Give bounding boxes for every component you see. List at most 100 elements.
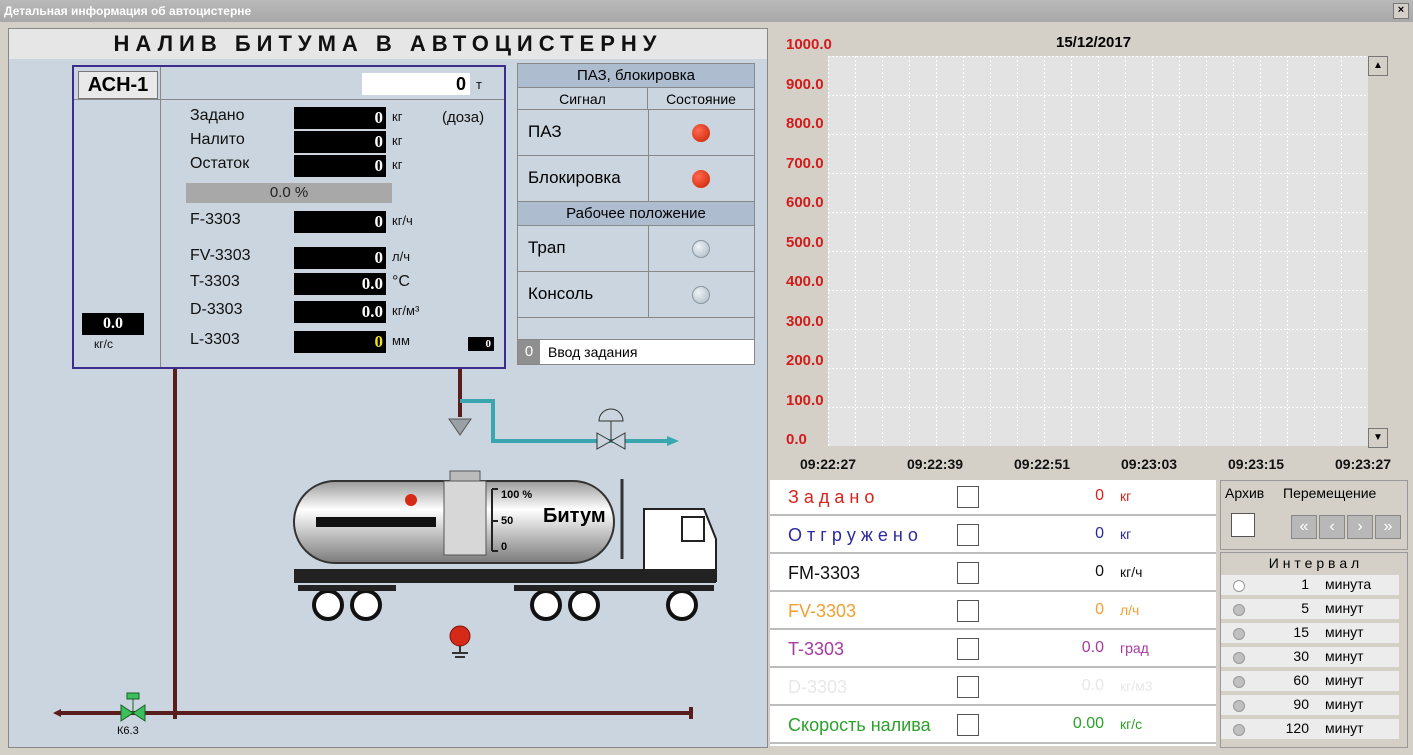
interval-number: 90 <box>1293 696 1309 712</box>
row-zadano-note: (доза) <box>442 109 485 126</box>
paz-section-title: Рабочее положение <box>518 202 754 226</box>
nav-last-button[interactable]: » <box>1375 515 1401 539</box>
sensor-l3303-unit: мм <box>392 333 410 348</box>
legend-row-unit: кг <box>1120 526 1132 542</box>
nav-first-button[interactable]: « <box>1291 515 1317 539</box>
sensor-f3303-value: 0 <box>294 211 386 233</box>
radio-icon[interactable] <box>1233 676 1245 688</box>
radio-icon[interactable] <box>1233 604 1245 616</box>
tank-scale-100: 100 % <box>501 489 533 501</box>
close-button[interactable]: × <box>1393 3 1409 19</box>
archive-checkbox[interactable] <box>1231 513 1255 537</box>
move-label: Перемещение <box>1283 485 1377 501</box>
legend-row-value: 0 <box>1095 487 1104 504</box>
scroll-up-button[interactable]: ▲ <box>1368 56 1388 76</box>
row-nalito-label: Налито <box>190 131 245 148</box>
interval-title: И н т е р в а л <box>1268 555 1360 571</box>
row-ostatok-unit: кг <box>392 157 403 172</box>
sensor-d3303-value: 0.0 <box>294 301 386 323</box>
legend-row-value: 0.0 <box>1081 677 1104 694</box>
sensor-d3303-label: D-3303 <box>190 301 243 318</box>
tanker-truck <box>293 470 717 621</box>
legend-row-checkbox[interactable] <box>957 638 979 660</box>
interval-number: 1 <box>1301 576 1309 592</box>
y-tick-label: 100.0 <box>786 391 824 409</box>
radio-icon[interactable] <box>1233 652 1245 664</box>
sensor-l3303-value: 0 <box>294 331 386 353</box>
y-tick-label: 900.0 <box>786 75 824 93</box>
dosing-unit-box: АСН-1 0 т Задано 0 кг (доза) Налито 0 кг… <box>72 65 506 369</box>
interval-option[interactable]: 90 минут <box>1221 695 1399 715</box>
legend-row-name: О т г р у ж е н о <box>788 525 918 545</box>
legend-row-unit: л/ч <box>1120 602 1140 618</box>
paz-row-trap-label: Трап <box>528 238 566 257</box>
flow-rate-unit: кг/с <box>94 337 113 351</box>
radio-icon[interactable] <box>1233 580 1245 592</box>
legend-row-unit: кг/м3 <box>1120 678 1153 694</box>
legend-row-name: Скорость налива <box>788 715 931 735</box>
page-title: НАЛИВ БИТУМА В АВТОЦИСТЕРНУ <box>9 29 767 59</box>
legend-row-value: 0.00 <box>1072 715 1104 732</box>
setpoint-entry-label: Ввод задания <box>548 344 638 360</box>
interval-number: 30 <box>1293 648 1309 664</box>
y-tick-label: 600.0 <box>786 194 824 211</box>
legend-row-name: FM-3303 <box>788 563 861 583</box>
setpoint-entry-value: 0 <box>518 340 540 364</box>
y-tick-label: 0.0 <box>786 431 807 448</box>
interval-unit: минут <box>1325 696 1364 712</box>
archive-panel: Архив Перемещение « ‹ › » <box>1220 480 1408 550</box>
sensor-f3303-unit: кг/ч <box>392 213 413 228</box>
row-ostatok-label: Остаток <box>190 155 250 172</box>
legend-row-checkbox[interactable] <box>957 486 979 508</box>
legend-row-value: 0 <box>1095 525 1104 542</box>
interval-unit: минут <box>1325 672 1364 688</box>
y-tick-label: 500.0 <box>786 233 824 251</box>
sensor-f3303-label: F-3303 <box>190 211 241 228</box>
sensor-fv3303-value: 0 <box>294 247 386 269</box>
legend-row-checkbox[interactable] <box>957 676 979 698</box>
radio-icon[interactable] <box>1233 628 1245 640</box>
legend-row-checkbox[interactable] <box>957 562 979 584</box>
x-tick-label: 09:23:03 <box>1121 456 1178 472</box>
total-value: 0 <box>362 73 470 95</box>
flow-rate-value: 0.0 <box>82 313 144 335</box>
interval-number: 5 <box>1301 600 1309 616</box>
tank-label: Битум <box>543 505 606 527</box>
legend-row-checkbox[interactable] <box>957 600 979 622</box>
legend-row-checkbox[interactable] <box>957 524 979 546</box>
radio-icon[interactable] <box>1233 700 1245 712</box>
interval-unit: минут <box>1325 624 1364 640</box>
setpoint-entry[interactable]: 0 Ввод задания <box>517 339 755 365</box>
nav-prev-button[interactable]: ‹ <box>1319 515 1345 539</box>
row-nalito-unit: кг <box>392 133 403 148</box>
y-tick-label: 200.0 <box>786 352 824 369</box>
paz-row-trap: Трап <box>518 226 754 272</box>
unit-side-panel <box>74 99 161 367</box>
row-zadano-label: Задано <box>190 107 245 124</box>
legend-row-value: 0.0 <box>1081 639 1104 656</box>
paz-block-table: ПАЗ, блокировка Сигнал Состояние ПАЗ Бло… <box>517 63 755 355</box>
x-tick-label: 09:22:39 <box>907 456 964 472</box>
paz-row-block: Блокировка <box>518 156 754 202</box>
sensor-fv3303-label: FV-3303 <box>190 247 251 264</box>
nav-next-button[interactable]: › <box>1347 515 1373 539</box>
block-status-indicator <box>692 170 710 188</box>
paz-status-indicator <box>692 124 710 142</box>
paz-row-paz-label: ПАЗ <box>528 122 562 141</box>
radio-icon[interactable] <box>1233 724 1245 736</box>
legend-row-value: 0 <box>1095 563 1104 580</box>
fill-progress-bar: 0.0 % <box>186 183 392 203</box>
legend-row-checkbox[interactable] <box>957 714 979 736</box>
scroll-down-button[interactable]: ▼ <box>1368 428 1388 448</box>
